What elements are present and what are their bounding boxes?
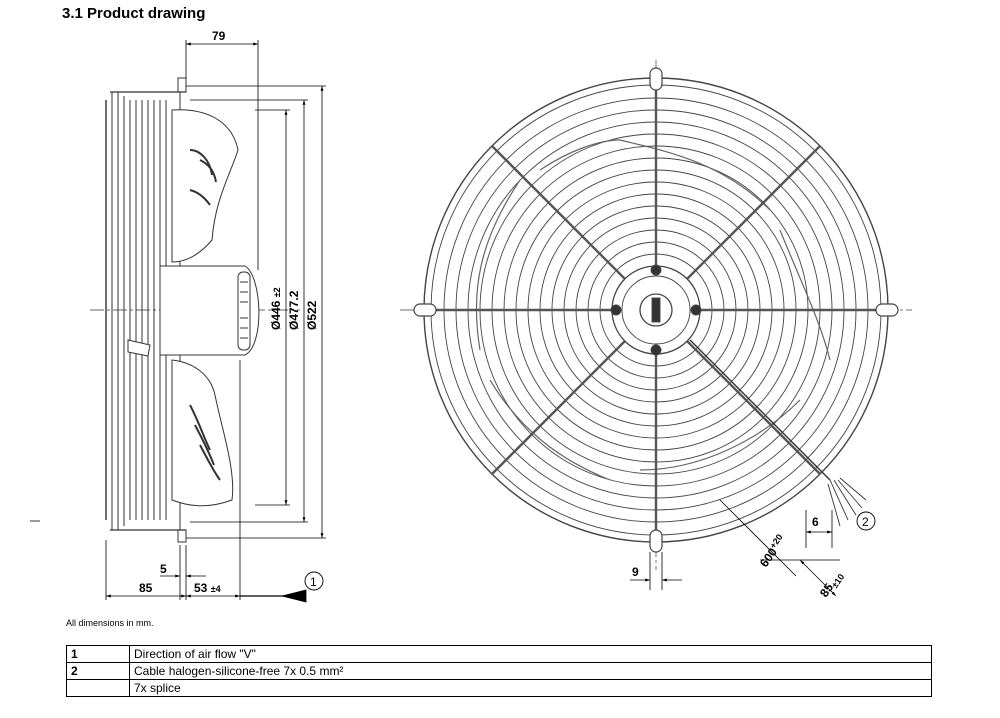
front-view xyxy=(400,60,912,570)
dim-85-cable: 85±10 xyxy=(817,568,846,600)
dim-53: 53 ±4 xyxy=(194,581,221,595)
legend-text: Direction of air flow "V" xyxy=(129,645,932,663)
legend-row: 7x splice xyxy=(66,679,932,697)
legend-text: Cable halogen-silicone-free 7x 0.5 mm² xyxy=(129,662,932,680)
dim-5: 5 xyxy=(160,562,167,576)
legend-row: 2 Cable halogen-silicone-free 7x 0.5 mm² xyxy=(66,662,932,680)
dim-diameter-477: Ø477.2 xyxy=(287,290,301,330)
dim-depth-79: 79 xyxy=(212,29,226,43)
legend-num: 1 xyxy=(66,645,130,663)
dim-9: 9 xyxy=(632,565,639,579)
callout-2-circle xyxy=(856,511,876,531)
dim-85: 85 xyxy=(139,581,153,595)
side-dimension-lines xyxy=(30,40,326,603)
cable xyxy=(689,339,831,481)
guard-fins-side xyxy=(105,92,167,530)
callout-1: 1 xyxy=(310,575,317,589)
legend-row: 1 Direction of air flow "V" xyxy=(66,645,932,663)
section-heading: 3.1 Product drawing xyxy=(62,5,206,22)
legend-table: 1 Direction of air flow "V" 2 Cable halo… xyxy=(66,645,932,697)
blade-upper xyxy=(171,109,239,263)
legend-text: 7x splice xyxy=(129,679,932,697)
front-dimension-lines xyxy=(630,499,840,597)
callout-1-circle xyxy=(304,571,324,591)
blade-outlines-front xyxy=(475,139,831,481)
dim-diameter-522: Ø522 xyxy=(305,300,319,330)
dimensions-note: All dimensions in mm. xyxy=(66,618,154,628)
callout-2: 2 xyxy=(862,515,869,529)
side-view xyxy=(90,77,300,543)
legend-num: 2 xyxy=(66,662,130,680)
dim-6: 6 xyxy=(812,515,819,529)
motor-hub xyxy=(159,265,260,356)
dim-diameter-446: Ø446 ±2 xyxy=(269,287,283,330)
legend-num xyxy=(66,679,130,697)
